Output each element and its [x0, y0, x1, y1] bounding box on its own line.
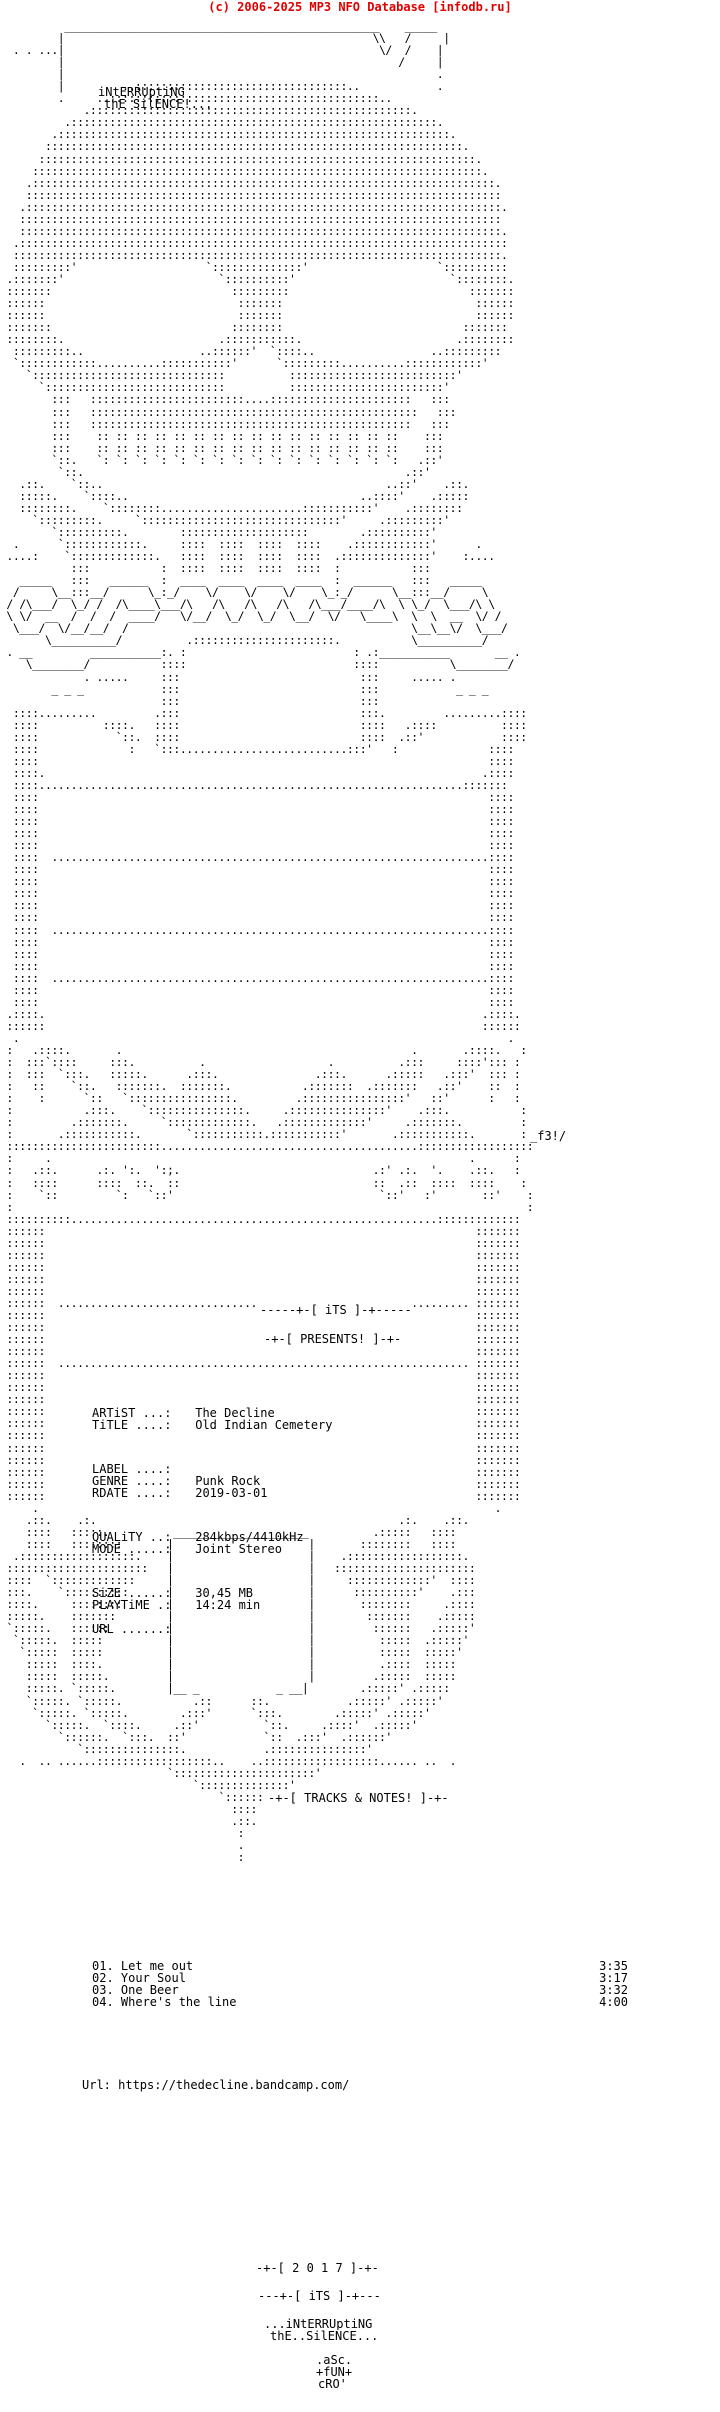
presents-banner: -+-[ PRESENTS! ]-+-	[262, 1332, 404, 1346]
genre-value: Punk Rock	[195, 1474, 261, 1488]
its-banner: -----+-[ iTS ]-+-----	[258, 1303, 414, 1317]
footer-group2: thE..SilENCE...	[270, 2329, 379, 2343]
title-label: TiTLE ....:	[92, 1418, 172, 1432]
footer-credit2: +fUN+	[316, 2365, 353, 2379]
genre-label: GENRE ....:	[92, 1474, 172, 1488]
rdate-row: RDATE ....: 2019-03-01	[92, 1487, 267, 1499]
quality-row: QUALiTY ..: 284kbps/4410kHz	[92, 1531, 304, 1543]
size-value: 30,45 MB	[195, 1586, 254, 1600]
title-value: Old Indian Cemetery	[195, 1418, 333, 1432]
track-title: 01. Let me out	[92, 1959, 194, 1973]
track-time: 3:17	[599, 1971, 628, 1985]
footer-credit1: .aSc.	[316, 2353, 353, 2367]
banner-group-line1: iNtERRUptiNG	[98, 85, 185, 99]
footer-group: ...iNtERRUptiNG	[264, 2317, 373, 2331]
mode-row: MODE .....: Joint Stereo	[92, 1543, 282, 1555]
playtime-value: 14:24 min	[195, 1598, 261, 1612]
footer-year: -+-[ 2 0 1 7 ]-+-	[256, 2261, 379, 2275]
label-label: LABEL ....:	[92, 1462, 172, 1476]
rdate-value: 2019-03-01	[195, 1486, 268, 1500]
playtime-label: PLAYTiME .:	[92, 1598, 172, 1612]
footer-credit3: cRO'	[318, 2377, 347, 2391]
banner-group-line2: thE SilENCE!...	[104, 97, 213, 111]
track-row: 02. Your Soul 3:17	[92, 1972, 628, 1984]
track-list: 01. Let me out 3:35 02. Your Soul 3:17 03.…	[92, 1960, 628, 2008]
track-time: 3:35	[599, 1959, 628, 1973]
track-title: 04. Where's the line	[92, 1995, 237, 2009]
url-row: URL ......:	[92, 1623, 195, 1635]
size-row: SiZE .....: 30,45 MB	[92, 1587, 253, 1599]
label-row: LABEL ....:	[92, 1463, 195, 1475]
page-header: (c) 2006-2025 MP3 NFO Database [infodb.r…	[208, 0, 512, 14]
playtime-row: PLAYTiME .: 14:24 min	[92, 1599, 260, 1611]
rdate-label: RDATE ....:	[92, 1486, 172, 1500]
artist-row: ARTiST ...: The Decline	[92, 1407, 275, 1419]
track-row: 03. One Beer 3:32	[92, 1984, 628, 1996]
genre-row: GENRE ....: Punk Rock	[92, 1475, 260, 1487]
quality-value: 284kbps/4410kHz	[195, 1530, 304, 1544]
quality-label: QUALiTY ..:	[92, 1530, 172, 1544]
track-title: 02. Your Soul	[92, 1971, 186, 1985]
track-time: 3:32	[599, 1983, 628, 1997]
ascii-skull-art: ________________________________________…	[6, 20, 534, 1865]
mode-value: Joint Stereo	[195, 1542, 282, 1556]
track-title: 03. One Beer	[92, 1983, 179, 1997]
artist-value: The Decline	[195, 1406, 275, 1420]
track-time: 4:00	[599, 1995, 628, 2009]
track-row: 01. Let me out 3:35	[92, 1960, 628, 1972]
ascii-art: ________________________________________…	[0, 20, 720, 2410]
mode-label: MODE .....:	[92, 1542, 172, 1556]
footer-its: ---+-[ iTS ]-+---	[258, 2289, 381, 2303]
url-label: URL ......:	[92, 1622, 172, 1636]
artist-label: ARTiST ...:	[92, 1406, 172, 1420]
tracks-header: -+-[ TRACKS & NOTES! ]-+-	[266, 1791, 451, 1805]
size-label: SiZE .....:	[92, 1586, 172, 1600]
notes-url: Url: https://thedecline.bandcamp.com/	[82, 2078, 350, 2092]
track-row: 04. Where's the line 4:00	[92, 1996, 628, 2008]
title-row: TiTLE ....: Old Indian Cemetery	[92, 1419, 333, 1431]
artist-signature: _f3!/	[530, 1129, 567, 1143]
